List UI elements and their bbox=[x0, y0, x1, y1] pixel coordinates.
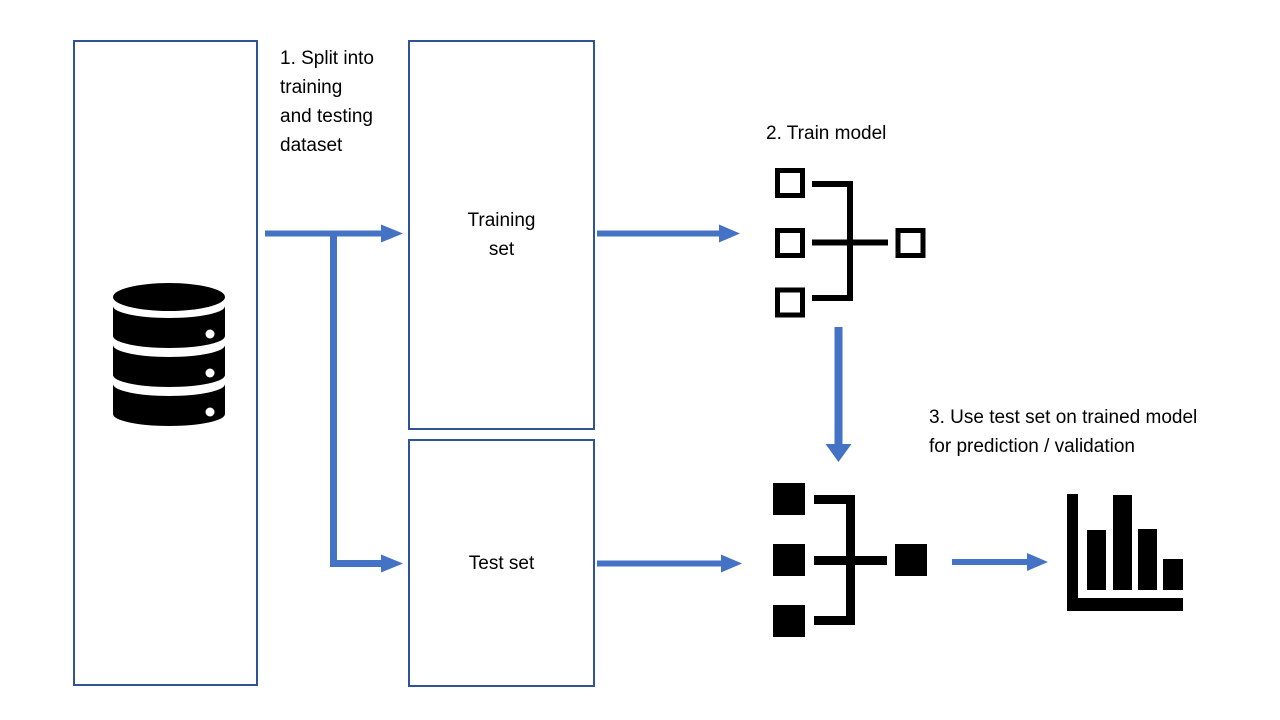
dataset-box bbox=[73, 40, 258, 686]
model-to-results-arrow bbox=[952, 553, 1048, 571]
model-filled-icon bbox=[773, 483, 927, 637]
training-set-label-line1: Training bbox=[467, 210, 536, 231]
step2-line1: 2. Train model bbox=[766, 123, 887, 144]
bar-chart-icon bbox=[1067, 494, 1183, 611]
training-set-box: Training set bbox=[408, 40, 595, 430]
step1-line2: training bbox=[280, 77, 343, 98]
step3-label: 3. Use test set on trained model for pre… bbox=[929, 403, 1197, 461]
step1-line3: and testing bbox=[280, 106, 373, 127]
step1-line1: 1. Split into bbox=[280, 48, 374, 69]
split-elbow-arrow-to-test bbox=[330, 231, 403, 573]
model-to-trained-model-arrow bbox=[825, 327, 852, 462]
training-set-label-line2: set bbox=[488, 239, 515, 260]
test-set-label: Test set bbox=[468, 552, 535, 574]
test-set-box: Test set bbox=[408, 439, 595, 687]
step1-line4: dataset bbox=[280, 135, 343, 156]
step3-line2: for prediction / validation bbox=[929, 436, 1135, 457]
test-to-model-arrow bbox=[597, 554, 742, 573]
step1-label: 1. Split into training and testing datas… bbox=[280, 44, 374, 160]
model-outline-icon bbox=[775, 168, 926, 318]
step3-line1: 3. Use test set on trained model bbox=[929, 407, 1198, 428]
training-to-model-arrow bbox=[597, 224, 740, 243]
step2-label: 2. Train model bbox=[766, 119, 886, 148]
split-arrow-to-training bbox=[265, 224, 403, 243]
